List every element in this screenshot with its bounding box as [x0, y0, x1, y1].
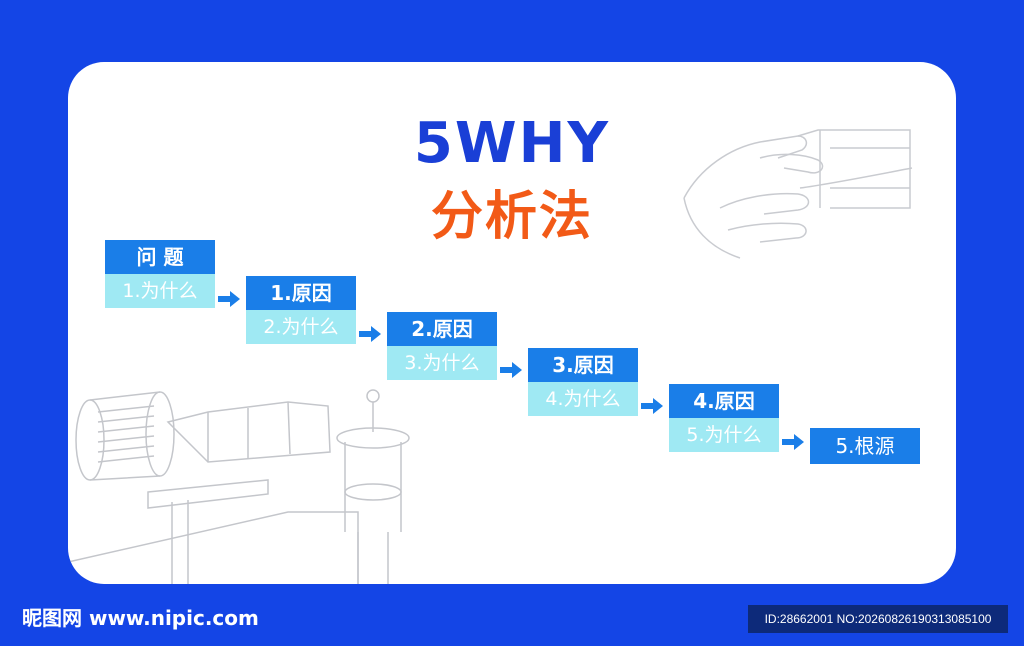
step-cause-4-head: 4.原因 [669, 384, 779, 418]
watermark-id: ID:28662001 NO:20260826190313085100 [748, 605, 1008, 633]
step-cause-3-why: 4.为什么 [528, 382, 638, 416]
arrow-right-icon [218, 291, 240, 307]
step-cause-1: 1.原因 2.为什么 [246, 276, 356, 344]
step-cause-3-head: 3.原因 [528, 348, 638, 382]
arrow-right-icon [782, 434, 804, 450]
arrow-right-icon [359, 326, 381, 342]
step-root-cause: 5.根源 [810, 428, 920, 464]
hand-tool-illustration [683, 129, 913, 259]
step-cause-2: 2.原因 3.为什么 [387, 312, 497, 380]
step-cause-4-why: 5.为什么 [669, 418, 779, 452]
step-cause-2-head: 2.原因 [387, 312, 497, 346]
step-problem: 问 题 1.为什么 [105, 240, 215, 308]
step-cause-1-why: 2.为什么 [246, 310, 356, 344]
title-5why: 5WHY [413, 111, 611, 176]
step-cause-4: 4.原因 5.为什么 [669, 384, 779, 452]
watermark-logo: 昵图网 www.nipic.com [22, 606, 259, 630]
content-card [68, 62, 956, 584]
step-cause-1-head: 1.原因 [246, 276, 356, 310]
step-problem-head: 问 题 [105, 240, 215, 274]
step-cause-2-why: 3.为什么 [387, 346, 497, 380]
arrow-right-icon [500, 362, 522, 378]
title-analysis-method: 分析法 [430, 187, 593, 247]
arrow-right-icon [641, 398, 663, 414]
step-cause-3: 3.原因 4.为什么 [528, 348, 638, 416]
step-problem-why: 1.为什么 [105, 274, 215, 308]
spool-machine-illustration [68, 389, 410, 584]
step-root-cause-head: 5.根源 [810, 428, 920, 464]
